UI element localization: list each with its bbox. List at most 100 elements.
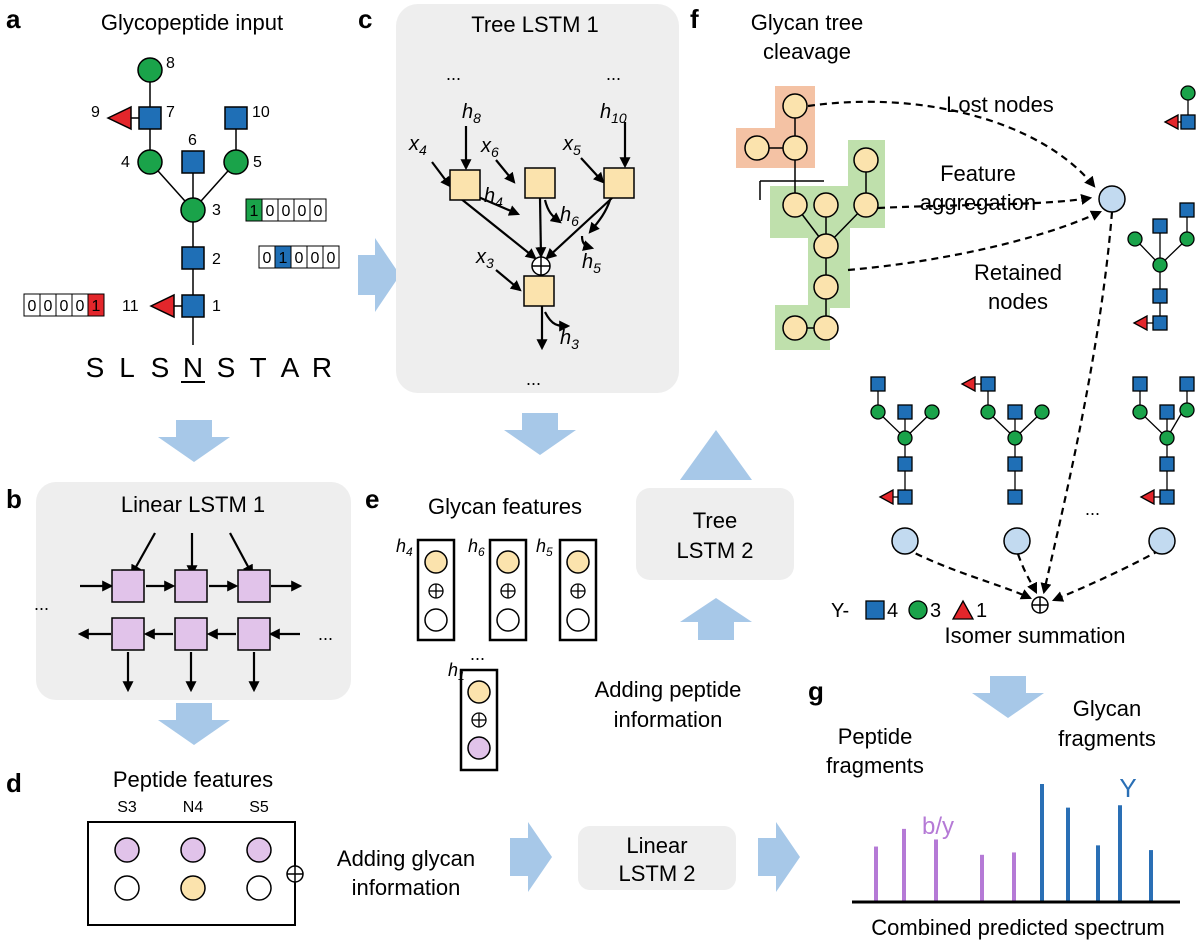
label-x6: x6 bbox=[480, 135, 499, 160]
adding-peptide-line2: information bbox=[614, 707, 723, 732]
glycan-node-10 bbox=[224, 106, 248, 130]
flow-arrows bbox=[158, 238, 1044, 892]
panel-c-title: Tree LSTM 1 bbox=[471, 12, 599, 37]
svg-text:1: 1 bbox=[279, 250, 288, 267]
adding-peptide-line1: Adding peptide bbox=[595, 677, 742, 702]
panel-letter-c: c bbox=[358, 4, 372, 34]
isomer-2 bbox=[960, 375, 1050, 555]
spectrum-peaks bbox=[874, 784, 1153, 902]
svg-text:1: 1 bbox=[976, 600, 987, 622]
dots-left: ... bbox=[446, 64, 461, 84]
svg-text:S: S bbox=[217, 352, 236, 383]
glycan-frag-2: fragments bbox=[1058, 726, 1156, 751]
label-h5: h5 bbox=[582, 251, 601, 276]
feature-s3-bottom bbox=[114, 875, 140, 901]
svg-text:0: 0 bbox=[44, 298, 53, 315]
glycan-node-11 bbox=[149, 293, 175, 319]
arrow-peptide-to-tree2 bbox=[680, 598, 752, 640]
svg-text:4: 4 bbox=[887, 600, 898, 622]
glycan-frag-1: Glycan bbox=[1073, 696, 1141, 721]
feature-s5-bottom bbox=[246, 875, 272, 901]
feature-n4-bottom bbox=[180, 875, 206, 901]
svg-text:0: 0 bbox=[76, 298, 85, 315]
panel-c: Tree LSTM 1 ... ... ... bbox=[396, 4, 679, 393]
panel-f-title-2: cleavage bbox=[763, 39, 851, 64]
arrow-a-to-b bbox=[158, 420, 230, 462]
svg-text:0: 0 bbox=[282, 203, 291, 220]
col-label-n4: N4 bbox=[183, 799, 204, 816]
panel-a: Glycopeptide input bbox=[23, 10, 340, 383]
label-h8: h8 bbox=[462, 101, 481, 126]
panel-d: Peptide features S3 N4 S5 bbox=[87, 767, 304, 926]
label-h10: h10 bbox=[600, 101, 627, 126]
label-x4: x4 bbox=[408, 133, 427, 158]
arrow-linear2-to-spectrum bbox=[758, 822, 800, 892]
svg-text:1: 1 bbox=[250, 203, 259, 220]
svg-text:S: S bbox=[86, 352, 105, 383]
node-label-1: 1 bbox=[212, 298, 221, 315]
svg-text:0: 0 bbox=[314, 203, 323, 220]
feat-label-h1: h1 bbox=[448, 660, 465, 683]
node-label-10: 10 bbox=[252, 104, 270, 121]
svg-text:N: N bbox=[183, 352, 203, 383]
svg-text:S: S bbox=[151, 352, 170, 383]
svg-text:0: 0 bbox=[311, 250, 320, 267]
lost-nodes-label: Lost nodes bbox=[946, 92, 1054, 117]
isomer-summation-label: Isomer summation bbox=[945, 623, 1126, 648]
node-label-8: 8 bbox=[166, 55, 175, 72]
feature-agg-label-1: Feature bbox=[940, 161, 1016, 186]
node-label-6: 6 bbox=[188, 132, 197, 149]
panel-letter-e: e bbox=[365, 484, 379, 514]
glycan-node-9 bbox=[106, 105, 132, 131]
isomer-1 bbox=[870, 376, 940, 555]
dots-bottom: ... bbox=[526, 369, 541, 389]
arrow-tree2-up bbox=[680, 430, 752, 480]
panel-f: Glycan tree cleavage bbox=[736, 10, 1196, 648]
node-label-5: 5 bbox=[253, 154, 262, 171]
by-label: b/y bbox=[922, 813, 954, 840]
retained-label-1: Retained bbox=[974, 260, 1062, 285]
svg-text:0: 0 bbox=[60, 298, 69, 315]
svg-text:L: L bbox=[119, 352, 135, 383]
glycan-node-3 bbox=[180, 197, 206, 223]
label-h6: h6 bbox=[560, 204, 579, 229]
svg-text:1: 1 bbox=[92, 298, 101, 315]
feature-agg-label-2: aggregation bbox=[920, 190, 1036, 215]
svg-text:0: 0 bbox=[295, 250, 304, 267]
isomer-ellipsis: ... bbox=[1085, 499, 1100, 519]
label-h4: h4 bbox=[484, 185, 503, 210]
svg-text:Y-: Y- bbox=[831, 600, 849, 622]
lstm-cell-fwd-1 bbox=[111, 569, 145, 603]
feat-label-h4: h4 bbox=[396, 536, 413, 559]
arrow-f-to-g bbox=[972, 676, 1044, 718]
node-label-4: 4 bbox=[121, 154, 130, 171]
lstm-cell-fwd-2 bbox=[174, 569, 208, 603]
svg-text:T: T bbox=[249, 352, 266, 383]
panel-letter-b: b bbox=[6, 484, 22, 514]
peptide-frag-2: fragments bbox=[826, 753, 924, 778]
svg-text:0: 0 bbox=[298, 203, 307, 220]
lstm-cell-bwd-3 bbox=[237, 617, 271, 651]
y-label: Y bbox=[1119, 773, 1136, 803]
panel-e-title: Glycan features bbox=[428, 494, 582, 519]
arrow-adding-glycan bbox=[510, 822, 552, 892]
feat-label-h5: h5 bbox=[536, 536, 553, 559]
tree-cell-6 bbox=[524, 167, 556, 199]
panel-e: Glycan features h4 h6 h5 h1 ... bbox=[396, 494, 598, 772]
oplus-isomer bbox=[1031, 596, 1049, 614]
feature-s5-top bbox=[246, 837, 272, 863]
svg-text:0: 0 bbox=[28, 298, 37, 315]
panel-letter-f: f bbox=[690, 4, 699, 34]
adding-glycan-line2: information bbox=[352, 875, 461, 900]
retained-label-2: nodes bbox=[988, 289, 1048, 314]
glycan-node-4 bbox=[137, 149, 163, 175]
spectrum-caption: Combined predicted spectrum bbox=[871, 915, 1164, 940]
svg-text:R: R bbox=[312, 352, 332, 383]
node-label-3: 3 bbox=[212, 202, 221, 219]
panel-b: Linear LSTM 1 ... ... bbox=[34, 482, 351, 700]
onehot-blue: 0 1 0 0 0 bbox=[258, 245, 340, 269]
peptide-frag-1: Peptide bbox=[838, 724, 913, 749]
svg-text:Tree: Tree bbox=[693, 508, 737, 533]
dots-right: ... bbox=[606, 64, 621, 84]
